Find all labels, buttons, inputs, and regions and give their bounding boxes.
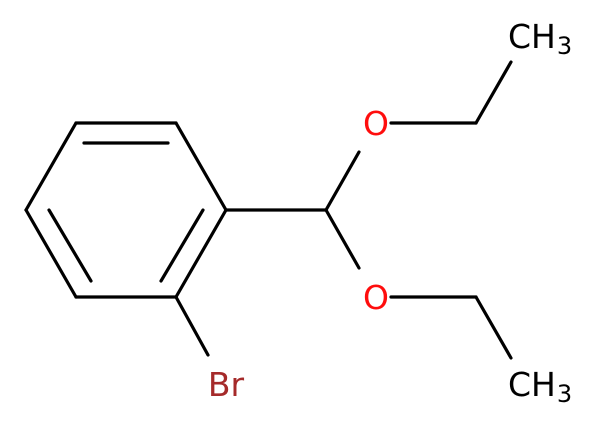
bond-ring-inner-3	[47, 208, 93, 283]
atom-o-top-label: O	[363, 104, 389, 143]
atom-ch3-bottom-subscript: 3	[557, 380, 572, 408]
bond-ring-3	[174, 208, 228, 299]
atom-o-bottom-label: O	[363, 278, 389, 317]
bond-ring-5	[24, 208, 78, 299]
atom-ch3-top-label: CH3	[508, 17, 572, 60]
atom-ch3-top-main: CH	[508, 17, 556, 56]
bond-ring-2	[174, 121, 228, 212]
bond-ch-to-o-bottom	[324, 208, 361, 270]
bond-ch2-to-ch3-bottom	[474, 295, 513, 360]
atom-ch3-bottom-label: CH3	[508, 365, 572, 408]
atom-br-label: Br	[208, 365, 245, 404]
bond-ring-to-br	[174, 295, 210, 357]
bond-ring-6	[24, 121, 78, 212]
atom-ch3-top-subscript: 3	[557, 32, 572, 60]
atom-ch3-bottom-main: CH	[508, 365, 556, 404]
bond-ring-inner-2	[159, 208, 205, 283]
bond-ch-to-o-top	[324, 150, 361, 212]
bond-ch2-to-ch3-top	[474, 60, 513, 125]
benzene-ring	[24, 121, 228, 299]
